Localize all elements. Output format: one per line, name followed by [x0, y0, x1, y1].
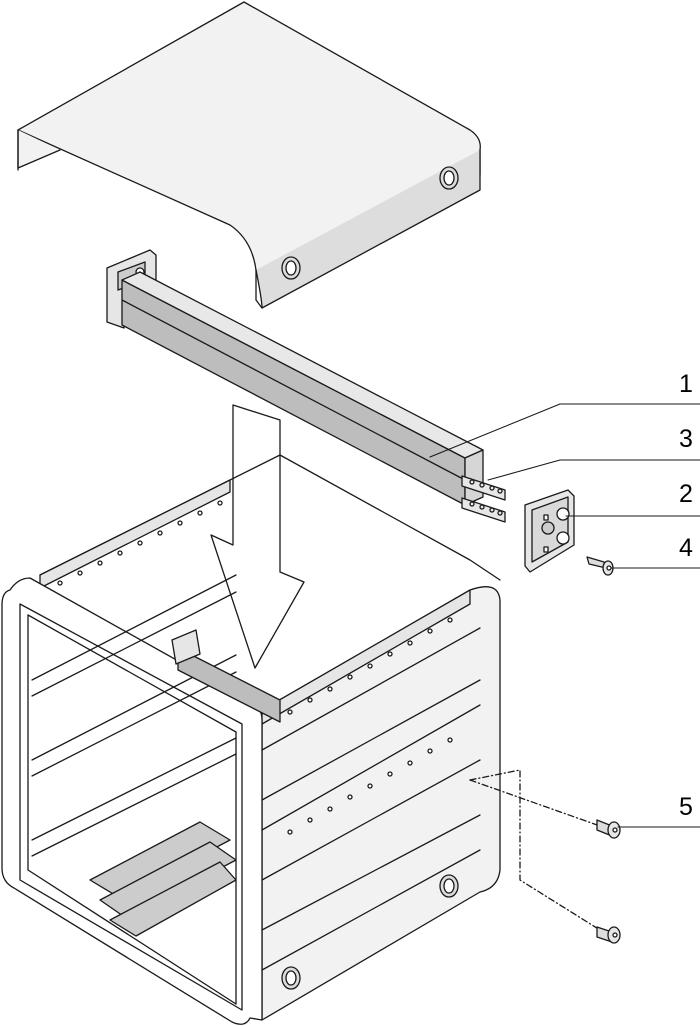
threaded-strip-lower — [461, 497, 506, 523]
leader-1 — [429, 403, 700, 458]
horizontal-rail — [106, 249, 506, 523]
threaded-strip-upper — [461, 475, 506, 501]
callout-3: 3 — [679, 425, 693, 453]
insertion-arrow — [210, 404, 305, 669]
mounting-bracket — [524, 489, 575, 573]
leader-3 — [487, 459, 700, 481]
perforated-strip-rear — [39, 479, 231, 589]
screw-4 — [586, 556, 614, 576]
callout-1: 1 — [679, 370, 693, 398]
perforation-holes — [57, 500, 453, 835]
floor-vents — [89, 821, 237, 937]
leader-lines — [429, 403, 700, 828]
callout-labels: 1 3 2 4 5 — [679, 370, 693, 821]
callout-2: 2 — [679, 480, 693, 508]
top-cover — [17, 1, 481, 309]
callout-5: 5 — [679, 793, 693, 821]
screws-5 — [469, 769, 621, 944]
subrack-frame — [1, 454, 501, 1025]
callout-4: 4 — [679, 534, 693, 562]
